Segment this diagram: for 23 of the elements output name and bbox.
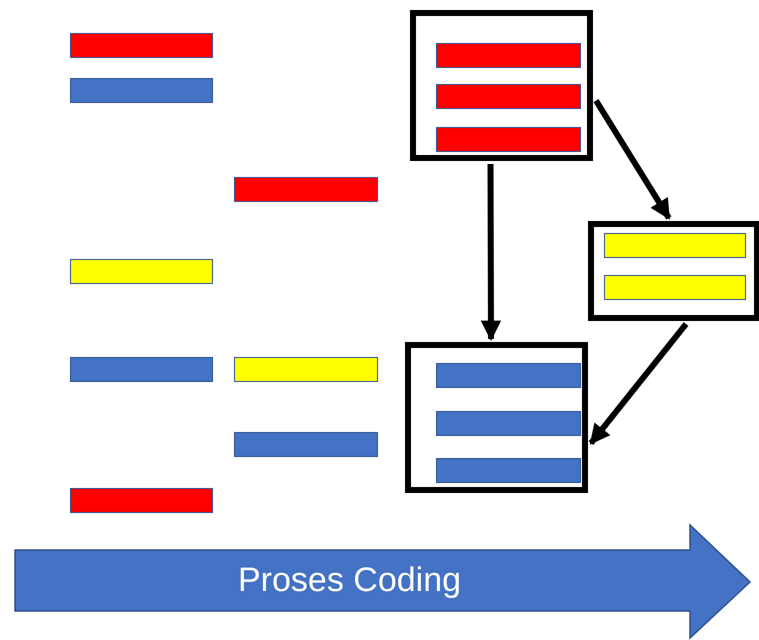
group-frame xyxy=(588,221,759,321)
group-frame xyxy=(405,342,588,493)
colored-bar xyxy=(436,411,581,436)
arrow xyxy=(480,164,502,342)
arrow xyxy=(593,99,672,220)
colored-bar xyxy=(70,78,213,103)
arrow xyxy=(588,322,688,446)
colored-bar xyxy=(234,177,378,202)
colored-bar xyxy=(70,33,213,58)
colored-bar xyxy=(70,488,213,513)
colored-bar xyxy=(234,432,378,457)
colored-bar xyxy=(436,127,581,152)
colored-bar xyxy=(234,357,378,382)
colored-bar xyxy=(436,458,581,483)
colored-bar xyxy=(70,357,213,382)
colored-bar xyxy=(436,84,581,109)
colored-bar xyxy=(604,275,746,300)
colored-bar xyxy=(436,43,581,68)
arrow-label: Proses Coding xyxy=(238,561,462,600)
colored-bar xyxy=(70,259,213,284)
colored-bar xyxy=(604,233,746,258)
group-frame xyxy=(410,10,593,161)
colored-bar xyxy=(436,363,581,388)
